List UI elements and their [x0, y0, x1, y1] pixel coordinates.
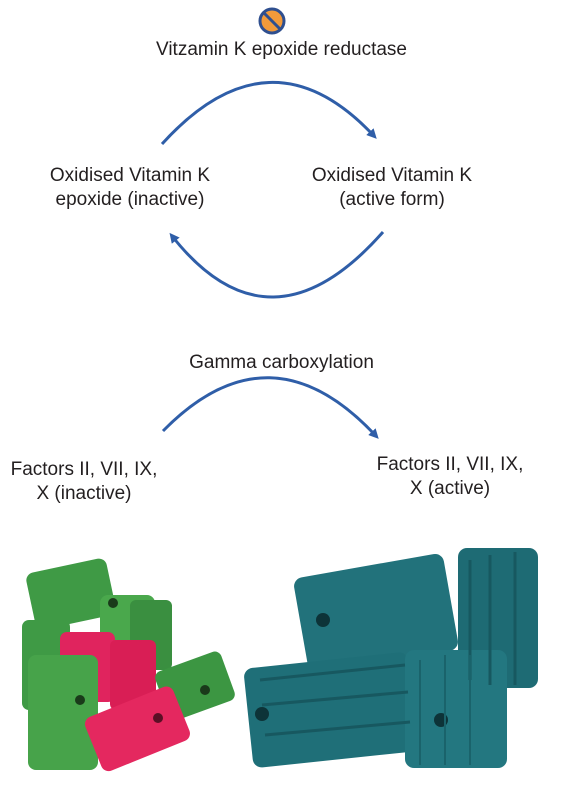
cycle-right-label-line2: (active form)	[339, 189, 445, 210]
cycle-bottom-arrow	[169, 231, 385, 299]
cycle-right-label-line1: Oxidised Vitamin K	[311, 165, 473, 186]
cycle-left-label-line2: epoxide (inactive)	[55, 189, 205, 210]
cycle-top-arrow	[160, 80, 377, 146]
factors-inactive-line1: Factors II, VII, IX,	[10, 459, 158, 480]
factors-inactive-label: Factors II, VII, IX, X (inactive)	[0, 458, 204, 506]
factors-active-label: Factors II, VII, IX, X (active)	[330, 453, 563, 501]
prohibition-icon	[258, 7, 286, 35]
bait-blocks-teal-image	[244, 548, 538, 768]
factors-active-line1: Factors II, VII, IX,	[376, 454, 524, 475]
factors-inactive-line2: X (inactive)	[36, 483, 132, 504]
factors-active-line2: X (active)	[409, 478, 491, 499]
cycle-left-label: Oxidised Vitamin K epoxide (inactive)	[10, 164, 250, 212]
bait-blocks-green-pink-image	[22, 558, 235, 772]
cycle-right-label: Oxidised Vitamin K (active form)	[272, 164, 512, 212]
carboxylation-arrow	[161, 376, 379, 439]
enzyme-label: Vitzamin K epoxide reductase	[155, 39, 408, 60]
carboxylation-label: Gamma carboxylation	[189, 352, 374, 373]
cycle-left-label-line1: Oxidised Vitamin K	[49, 165, 211, 186]
